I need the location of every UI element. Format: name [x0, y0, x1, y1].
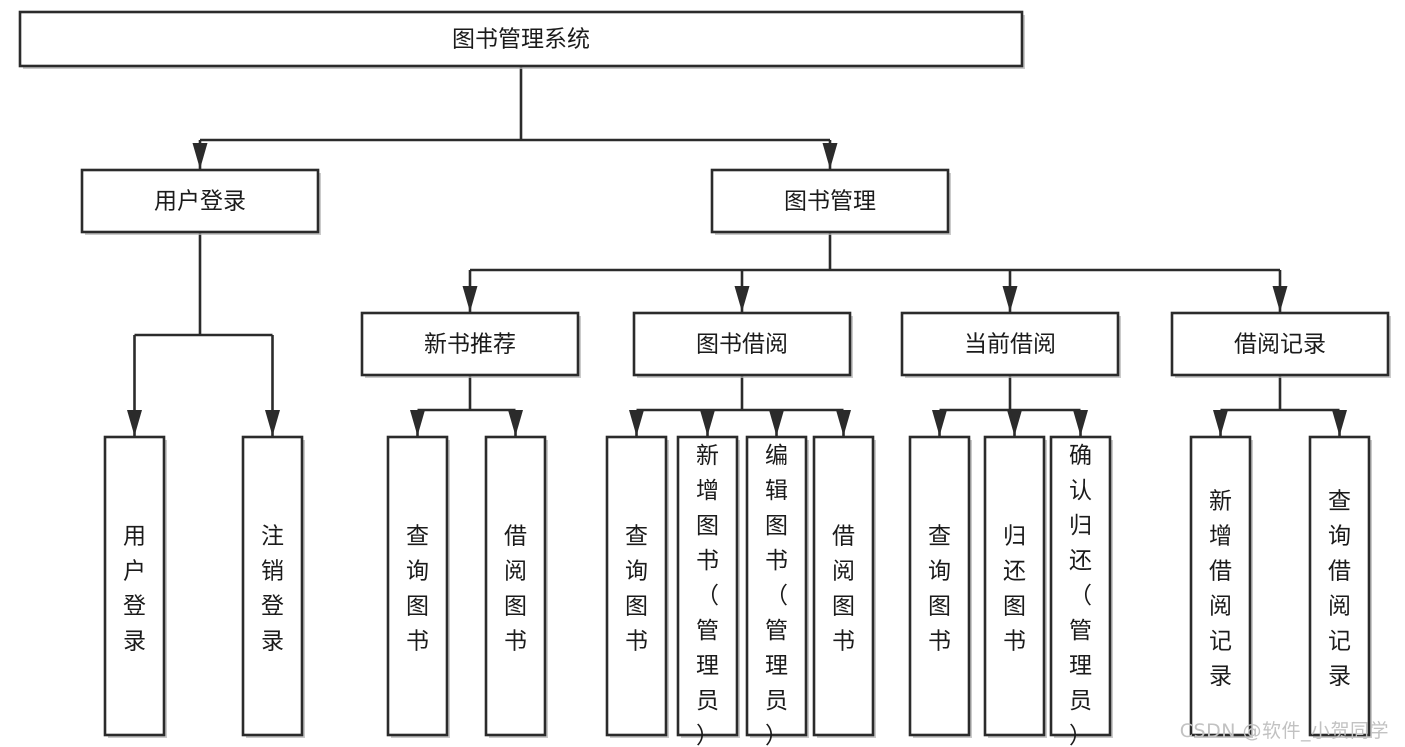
box-outline [80, 168, 320, 234]
box-outline [484, 435, 547, 737]
box-outline [1170, 311, 1390, 377]
node-label: 图书管理 [784, 189, 876, 215]
arrow-head-icon [1007, 410, 1022, 436]
arrow-head-icon [700, 410, 715, 436]
box-outline [360, 311, 580, 377]
arrow-head-icon [1213, 410, 1228, 436]
node-leaf-borrow-book-1[interactable]: 借阅图书 [484, 435, 548, 738]
node-label: 新增借阅记录 [1209, 488, 1232, 689]
arrow-head-icon [508, 410, 523, 436]
node-label: 编辑图书（管理员） [765, 443, 788, 747]
node-label: 借阅记录 [1234, 332, 1326, 358]
node-leaf-add-record[interactable]: 新增借阅记录 [1189, 435, 1253, 738]
box-outline [710, 168, 950, 234]
node-label: 查询图书 [406, 523, 429, 654]
node-leaf-query-record[interactable]: 查询借阅记录 [1308, 435, 1372, 738]
box-outline [386, 435, 449, 737]
box-outline [103, 435, 166, 737]
arrow-head-icon [265, 410, 280, 436]
node-label: 归还图书 [1003, 523, 1026, 654]
arrow-head-icon [1332, 410, 1347, 436]
box-outline [1049, 435, 1112, 737]
node-label: 用户登录 [123, 523, 146, 654]
node-current-borrow[interactable]: 当前借阅 [900, 311, 1121, 378]
arrow-head-icon [192, 143, 208, 169]
box-outline [632, 311, 852, 377]
node-leaf-logout[interactable]: 注销登录 [241, 435, 305, 738]
node-leaf-query-book-2[interactable]: 查询图书 [605, 435, 669, 738]
box-outline [900, 311, 1120, 377]
node-label: 图书借阅 [696, 332, 788, 358]
box-outline [983, 435, 1046, 737]
arrow-head-icon [1272, 286, 1288, 312]
node-leaf-query-book-3[interactable]: 查询图书 [908, 435, 972, 738]
node-label: 借阅图书 [504, 523, 527, 654]
node-leaf-add-book[interactable]: 新增图书（管理员） [676, 435, 740, 747]
node-new-book-rec[interactable]: 新书推荐 [360, 311, 581, 378]
arrow-head-icon [629, 410, 644, 436]
arrow-head-icon [127, 410, 142, 436]
node-user-login[interactable]: 用户登录 [80, 168, 321, 235]
node-label: 注销登录 [261, 523, 284, 654]
node-label: 新书推荐 [424, 332, 516, 358]
box-outline [241, 435, 304, 737]
arrow-head-icon [932, 410, 947, 436]
node-layer: 图书管理系统用户登录图书管理新书推荐图书借阅当前借阅借阅记录用户登录注销登录查询… [18, 10, 1391, 747]
node-label: 借阅图书 [832, 523, 855, 654]
node-label: 确认归还（管理员） [1069, 443, 1092, 747]
arrow-head-icon [1073, 410, 1088, 436]
node-label: 查询借阅记录 [1328, 488, 1351, 689]
node-borrow-record[interactable]: 借阅记录 [1170, 311, 1391, 378]
box-outline [1308, 435, 1371, 737]
node-label: 用户登录 [154, 189, 246, 215]
node-label: 查询图书 [625, 523, 648, 654]
arrow-head-icon [1002, 286, 1018, 312]
node-root-book-management-system[interactable]: 图书管理系统 [18, 10, 1025, 69]
node-label: 新增图书（管理员） [696, 443, 719, 747]
box-outline [605, 435, 668, 737]
node-label: 图书管理系统 [452, 27, 590, 53]
node-leaf-borrow-book-2[interactable]: 借阅图书 [812, 435, 876, 738]
node-leaf-query-book-1[interactable]: 查询图书 [386, 435, 450, 738]
box-outline [745, 435, 808, 737]
arrow-head-icon [734, 286, 750, 312]
node-label: 查询图书 [928, 523, 951, 654]
connector-layer [127, 66, 1347, 436]
arrow-head-icon [822, 143, 838, 169]
node-book-borrow[interactable]: 图书借阅 [632, 311, 853, 378]
node-leaf-confirm-return[interactable]: 确认归还（管理员） [1049, 435, 1113, 747]
node-label: 当前借阅 [964, 332, 1056, 358]
arrow-head-icon [410, 410, 425, 436]
arrow-head-icon [836, 410, 851, 436]
box-outline [1189, 435, 1252, 737]
box-outline [812, 435, 875, 737]
box-outline [908, 435, 971, 737]
node-book-manage[interactable]: 图书管理 [710, 168, 951, 235]
node-leaf-edit-book[interactable]: 编辑图书（管理员） [745, 435, 809, 747]
node-leaf-user-login[interactable]: 用户登录 [103, 435, 167, 738]
box-outline [18, 10, 1024, 68]
node-leaf-return-book[interactable]: 归还图书 [983, 435, 1047, 738]
box-outline [676, 435, 739, 737]
arrow-head-icon [462, 286, 478, 312]
arrow-head-icon [769, 410, 784, 436]
